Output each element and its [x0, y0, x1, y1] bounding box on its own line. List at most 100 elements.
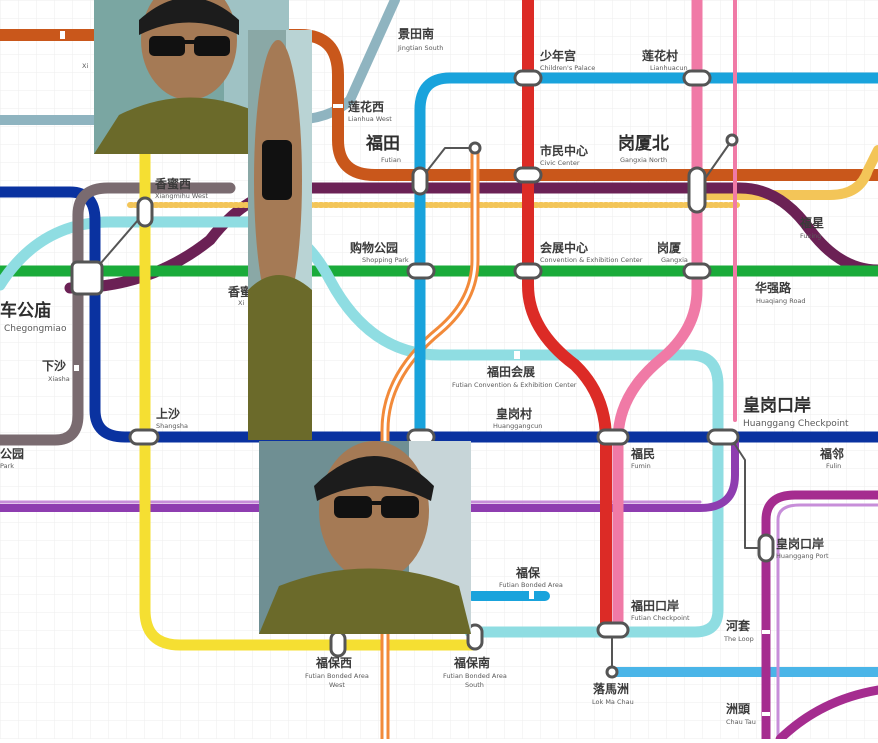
station-label-cn: 皇岗村	[496, 406, 532, 421]
station-marker[interactable]	[329, 630, 347, 658]
station-label-cn: 会展中心	[540, 240, 588, 255]
station-marker[interactable]	[513, 262, 543, 280]
station-label-en: Lianhua West	[348, 115, 392, 123]
station-label-en: Shangsha	[156, 422, 188, 430]
station-label-en: Lok Ma Chau	[592, 698, 634, 706]
line-3-blue-track	[414, 72, 878, 443]
station-label-cn: 皇岗口岸	[776, 536, 824, 551]
photo-portrait	[259, 441, 471, 634]
station-label-cn: 皇岗口岸	[743, 395, 811, 416]
station-marker[interactable]	[70, 260, 104, 296]
line-4-red-track	[522, 0, 612, 636]
station-marker[interactable]	[128, 428, 160, 446]
station-label-en: Xiangmihu West	[155, 192, 208, 200]
station-label-en: Civic Center	[540, 159, 580, 167]
line-goldenrod-track	[695, 145, 878, 200]
station-marker[interactable]	[596, 621, 630, 639]
station-marker[interactable]	[682, 69, 712, 87]
station-label-en: Chegongmiao	[4, 324, 67, 334]
station-label-cn: 岗厦	[657, 240, 682, 255]
transfer-link	[729, 436, 767, 549]
line-9-brown-track	[0, 182, 236, 446]
station-label-cn: 落馬洲	[593, 681, 629, 696]
station-label-en: Shopping Park	[362, 256, 409, 264]
station-marker[interactable]	[757, 533, 775, 563]
station-marker[interactable]	[136, 196, 154, 228]
station-label-en: Lianhuacun	[650, 64, 688, 72]
station-label-cn: 莲花西	[348, 99, 384, 114]
station-label-en: Futian Convention & Exhibition Center	[452, 381, 577, 389]
station-label-cn: 福保	[515, 565, 541, 580]
station-label-en: Futian Bonded Area	[499, 581, 563, 589]
station-label-cn: 福田	[365, 133, 400, 154]
line-12-purple-track	[0, 436, 739, 512]
station-label-en: Futian	[381, 156, 401, 164]
station-label-en: Park	[0, 462, 14, 470]
station-label-cn: 公园	[0, 447, 24, 461]
station-label-en: Huanggang Port	[776, 552, 829, 560]
station-marker[interactable]	[682, 262, 712, 280]
station-label-cn: 福星	[799, 215, 824, 230]
station-label-cn: 莲花村	[642, 48, 678, 63]
station-marker[interactable]	[605, 665, 619, 679]
station-label-cn: 市民中心	[540, 143, 588, 158]
line-magenta-curve	[775, 685, 878, 743]
station-marker[interactable]	[411, 166, 429, 196]
station-label-en: Xiasha	[48, 375, 70, 383]
station-label-en: Futian Checkpoint	[631, 614, 690, 622]
station-label-cn: 华强路	[755, 280, 792, 295]
station-label-cn: 福民	[630, 446, 655, 461]
station-label-en: Fulin	[826, 462, 841, 470]
station-marker[interactable]	[706, 428, 740, 446]
man-sunglasses-photo-strip	[248, 30, 312, 440]
station-label-cn: 下沙	[42, 359, 66, 373]
station-label-en: The Loop	[723, 635, 754, 643]
station-label-cn: 福保西	[315, 655, 352, 670]
line-10-pink-track	[612, 0, 703, 636]
line-magenta-track	[761, 490, 878, 743]
station-marker[interactable]	[468, 141, 482, 155]
station-label-en: Gangxia North	[620, 156, 667, 164]
station-label-en: Xi	[238, 299, 244, 307]
line-14-yellow-track	[139, 144, 481, 651]
station-label-cn: 河套	[725, 618, 751, 633]
station-label-en: South	[465, 681, 484, 689]
station-label-en: Fuxing	[800, 232, 821, 240]
station-label-cn: 车公庙	[0, 300, 51, 321]
station-label-en: Jingtian South	[397, 44, 443, 52]
station-label-cn: 香蜜	[227, 284, 252, 299]
station-label-en: Futian Bonded Area	[305, 672, 369, 680]
line-6-teal-track	[0, 216, 724, 638]
station-label-cn: 购物公园	[350, 240, 398, 255]
station-label-en: Fumin	[631, 462, 651, 470]
station-label-en: Convention & Exhibition Center	[540, 256, 643, 264]
station-label-cn: 少年宫	[539, 48, 576, 63]
station-labels: 景田南 Jingtian South Xi 莲花西 Lianhua West 福…	[0, 26, 849, 726]
photo-portrait	[248, 30, 312, 440]
station-marker[interactable]	[513, 166, 543, 184]
station-label-en: Huaqiang Road	[756, 297, 806, 305]
station-label-en: West	[329, 681, 345, 689]
station-label-cn: 洲頭	[726, 702, 751, 716]
station-label-cn: 岗厦北	[618, 133, 669, 154]
station-label-en: Chau Tau	[726, 718, 756, 726]
station-label-en: Futian Bonded Area	[443, 672, 507, 680]
station-label-en: Gangxia	[661, 256, 688, 264]
station-marker[interactable]	[466, 623, 484, 651]
station-marker[interactable]	[725, 133, 739, 147]
transfer-link	[419, 147, 476, 181]
man-sunglasses-photo-bottom	[259, 441, 471, 634]
station-markers	[70, 69, 775, 679]
station-label-cn: 福邻	[819, 446, 844, 461]
station-marker[interactable]	[687, 166, 707, 214]
station-label-cn: 福田会展	[486, 364, 535, 379]
station-label-en: Huanggangcun	[493, 422, 542, 430]
station-label-cn: 景田南	[398, 26, 434, 41]
station-label-en: Children's Palace	[540, 64, 595, 72]
station-label-cn: 香蜜西	[154, 176, 191, 191]
station-marker[interactable]	[406, 262, 436, 280]
station-marker[interactable]	[596, 428, 630, 446]
station-marker[interactable]	[513, 69, 543, 87]
